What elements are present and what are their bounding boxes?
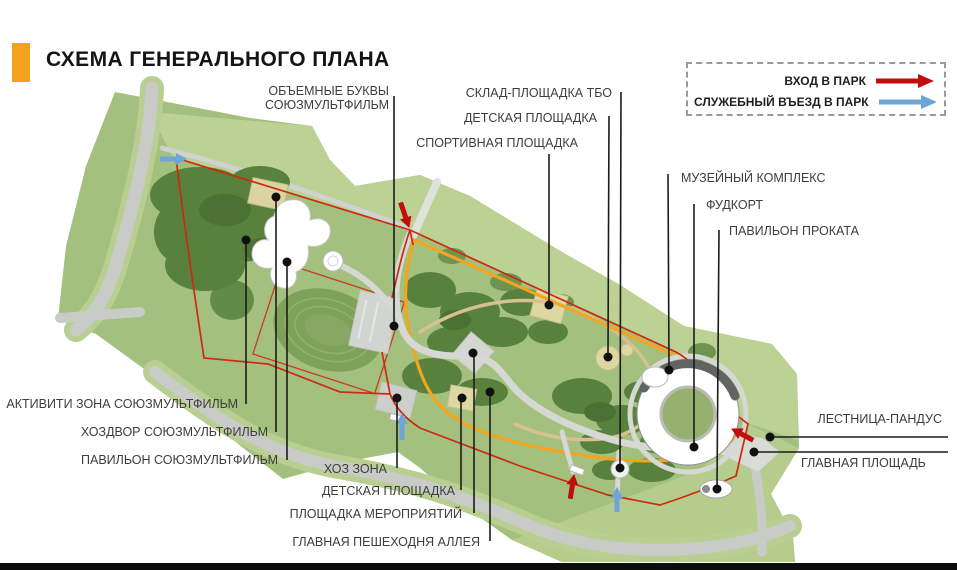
callout-foodcourt: ФУДКОРТ xyxy=(706,198,764,212)
legend-entrance-label: ВХОД В ПАРК xyxy=(784,73,866,88)
soyuzmultfilm-pavilion xyxy=(251,199,344,289)
service-entrance-arrow-hoz xyxy=(396,413,408,440)
leader-lines xyxy=(245,91,948,541)
callout-sports-ground: СПОРТИВНАЯ ПЛОЩАДКА xyxy=(416,136,578,150)
callout-hoz-zone: ХОЗ ЗОНА xyxy=(323,462,387,476)
title-accent-bar xyxy=(12,43,30,82)
callout-museum-complex: МУЗЕЙНЫЙ КОМПЛЕКС xyxy=(681,171,826,185)
callout-event-ground: ПЛОЩАДКА МЕРОПРИЯТИЙ xyxy=(289,507,462,521)
bottom-road-strip xyxy=(0,563,957,570)
legend-entrance-row: ВХОД В ПАРК xyxy=(694,70,936,91)
callout-tbo-storage: СКЛАД-ПЛОЩАДКА ТБО xyxy=(465,86,612,100)
park-entrance-arrow-south xyxy=(566,474,579,500)
page-title: СХЕМА ГЕНЕРАЛЬНОГО ПЛАНА xyxy=(46,48,390,71)
museum-ring-building xyxy=(636,359,740,466)
park-entrance-arrow-east xyxy=(731,428,755,443)
callout-stairs-ramp: ЛЕСТНИЦА-ПАНДУС xyxy=(817,412,942,426)
trees xyxy=(150,166,716,482)
service-entrance-arrow-nw xyxy=(160,153,187,165)
roads xyxy=(55,76,802,563)
blue-arrow-right-icon xyxy=(878,94,936,109)
legend-service-row: СЛУЖЕБНЫЙ ВЪЕЗД В ПАРК xyxy=(694,91,936,112)
callout-activity-zone: АКТИВИТИ ЗОНА СОЮЗМУЛЬТФИЛЬМ xyxy=(6,397,238,411)
entrance-arrows xyxy=(160,153,755,512)
map-legend: ВХОД В ПАРК СЛУЖЕБНЫЙ ВЪЕЗД В ПАРК xyxy=(686,62,946,116)
park-entrance-arrow-north xyxy=(398,201,412,228)
leader-dots xyxy=(241,192,775,494)
callout-volume-letters: ОБЪЕМНЫЕ БУКВЫ СОЮЗМУЛЬТФИЛЬМ xyxy=(265,84,389,112)
callout-rental-pavilion: ПАВИЛЬОН ПРОКАТА xyxy=(729,224,859,238)
stadium-oval xyxy=(252,261,406,395)
callout-main-alley: ГЛАВНАЯ ПЕШЕХОДНЯ АЛЛЕЯ xyxy=(292,535,480,549)
red-arrow-right-icon xyxy=(876,73,934,88)
callout-main-square: ГЛАВНАЯ ПЛОЩАДЬ xyxy=(801,456,926,470)
callout-playground-top: ДЕТСКАЯ ПЛОЩАДКА xyxy=(463,111,597,125)
legend-service-label: СЛУЖЕБНЫЙ ВЪЕЗД В ПАРК xyxy=(694,94,869,109)
service-entrance-arrow-south xyxy=(611,487,623,512)
callout-hozdvor: ХОЗДВОР СОЮЗМУЛЬТФИЛЬМ xyxy=(80,425,268,439)
callout-smf-pavilion: ПАВИЛЬОН СОЮЗМУЛЬТФИЛЬМ xyxy=(81,453,278,467)
callout-playground-bottom: ДЕТСКАЯ ПЛОЩАДКА xyxy=(321,484,455,498)
